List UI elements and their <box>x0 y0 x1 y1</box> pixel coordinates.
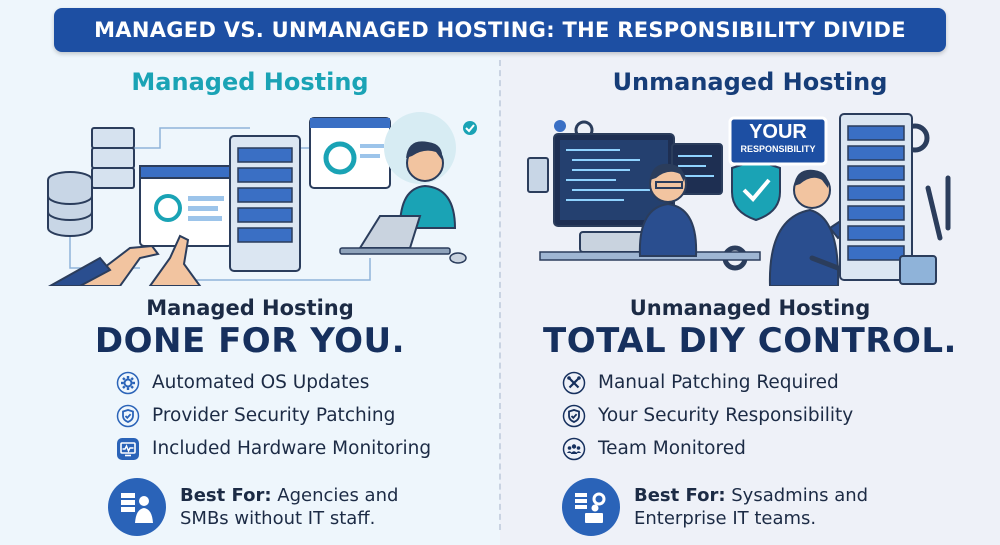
list-item: Manual Patching Required <box>562 366 853 399</box>
feature-label: Manual Patching Required <box>598 372 839 393</box>
database-icon <box>47 171 93 237</box>
best-for-text-2: SMBs without IT staff. <box>180 508 376 529</box>
list-item: Team Monitored <box>562 432 853 465</box>
unmanaged-best-for: Best For: Sysadmins and Enterprise IT te… <box>562 478 868 536</box>
managed-headline: DONE FOR YOU. <box>94 321 406 361</box>
feature-label: Team Monitored <box>598 438 746 459</box>
unmanaged-title: Unmanaged Hosting <box>612 68 888 96</box>
shield-icon <box>116 404 140 428</box>
server-admin-icon <box>108 478 166 536</box>
badge-line-2: RESPONSIBILITY <box>740 144 816 154</box>
best-for-text-2: Enterprise IT teams. <box>634 508 817 529</box>
gear-icon <box>116 371 140 395</box>
unmanaged-illustration: YOUR RESPONSIBILITY <box>520 108 960 287</box>
list-item: Provider Security Patching <box>116 399 431 432</box>
shield-icon <box>562 404 586 428</box>
feature-label: Automated OS Updates <box>152 372 370 393</box>
responsibility-badge: YOUR RESPONSIBILITY <box>730 121 826 155</box>
managed-feature-list: Automated OS Updates Provider Security P… <box>116 366 431 465</box>
monitor-icon <box>116 437 140 461</box>
unmanaged-subtitle: Unmanaged Hosting <box>629 296 871 320</box>
feature-label: Your Security Responsibility <box>598 405 854 426</box>
managed-best-for: Best For: Agencies and SMBs without IT s… <box>108 478 398 536</box>
feature-label: Provider Security Patching <box>152 405 396 426</box>
best-for-text-1: Sysadmins and <box>725 485 869 506</box>
managed-subtitle: Managed Hosting <box>146 296 354 320</box>
team-icon <box>562 437 586 461</box>
unmanaged-feature-list: Manual Patching Required Your Security R… <box>562 366 853 465</box>
unmanaged-headline: TOTAL DIY CONTROL. <box>543 321 957 361</box>
best-for-label: Best For: <box>634 485 726 506</box>
best-for-label: Best For: <box>180 485 272 506</box>
badge-line-1: YOUR <box>749 121 807 143</box>
best-for-text-1: Agencies and <box>271 485 399 506</box>
list-item: Included Hardware Monitoring <box>116 432 431 465</box>
sysadmin-icon <box>562 478 620 536</box>
feature-label: Included Hardware Monitoring <box>152 438 432 459</box>
panel-divider <box>499 60 501 530</box>
tools-icon <box>562 371 586 395</box>
page-title: MANAGED VS. UNMANAGED HOSTING: THE RESPO… <box>54 8 946 52</box>
list-item: Your Security Responsibility <box>562 399 853 432</box>
managed-illustration <box>40 108 480 287</box>
list-item: Automated OS Updates <box>116 366 431 399</box>
managed-title: Managed Hosting <box>131 68 369 96</box>
